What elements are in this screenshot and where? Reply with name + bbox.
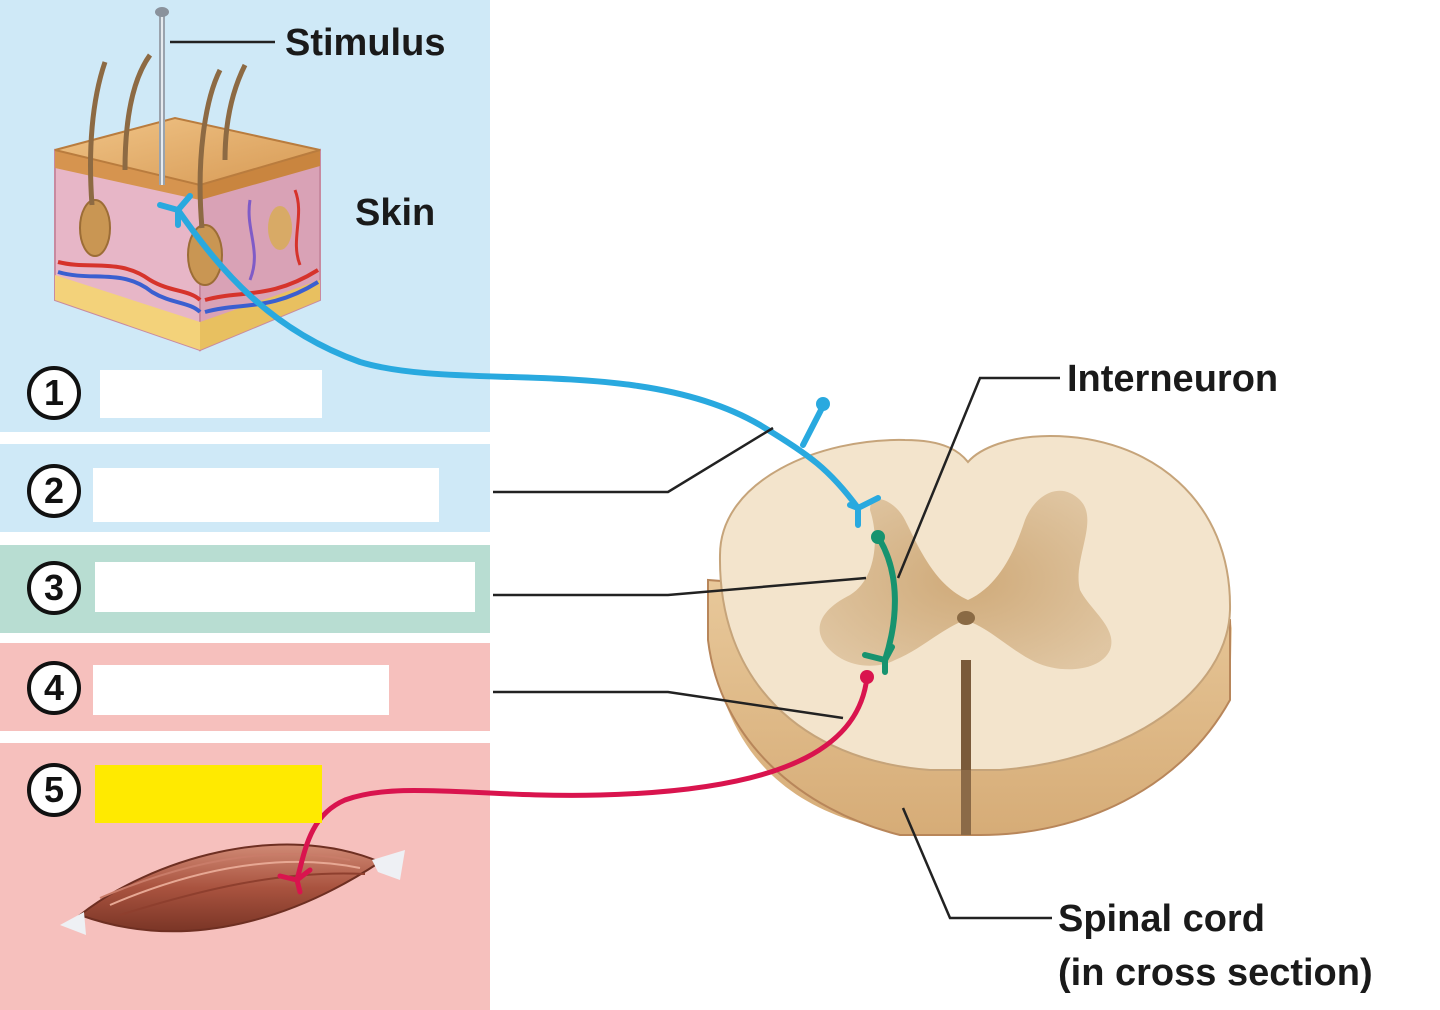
step-4-answer-box[interactable]	[93, 665, 389, 715]
interneuron-label: Interneuron	[1067, 358, 1279, 400]
leader-lines	[170, 40, 1060, 920]
step-3-badge: 3	[27, 561, 81, 615]
step-4-badge: 4	[27, 661, 81, 715]
interneuron	[862, 530, 898, 675]
step-3-answer-box[interactable]	[95, 562, 475, 612]
cross-section-label: (in cross section)	[1058, 952, 1373, 994]
step-5-badge: 5	[27, 763, 81, 817]
spinal-cord-label: Spinal cord	[1058, 898, 1265, 940]
step-2-answer-box[interactable]	[93, 468, 439, 522]
step-2-badge: 2	[27, 464, 81, 518]
sensory-neuron	[157, 193, 881, 528]
step-1-answer-box[interactable]	[100, 370, 322, 418]
skin-label: Skin	[355, 192, 436, 234]
step-1-badge: 1	[27, 366, 81, 420]
spinal-cord-cross-section	[707, 434, 1232, 836]
skin-block	[54, 7, 321, 352]
step-5-answer-box[interactable]	[95, 765, 322, 823]
muscle	[60, 843, 405, 935]
stimulus-label: Stimulus	[285, 22, 446, 64]
